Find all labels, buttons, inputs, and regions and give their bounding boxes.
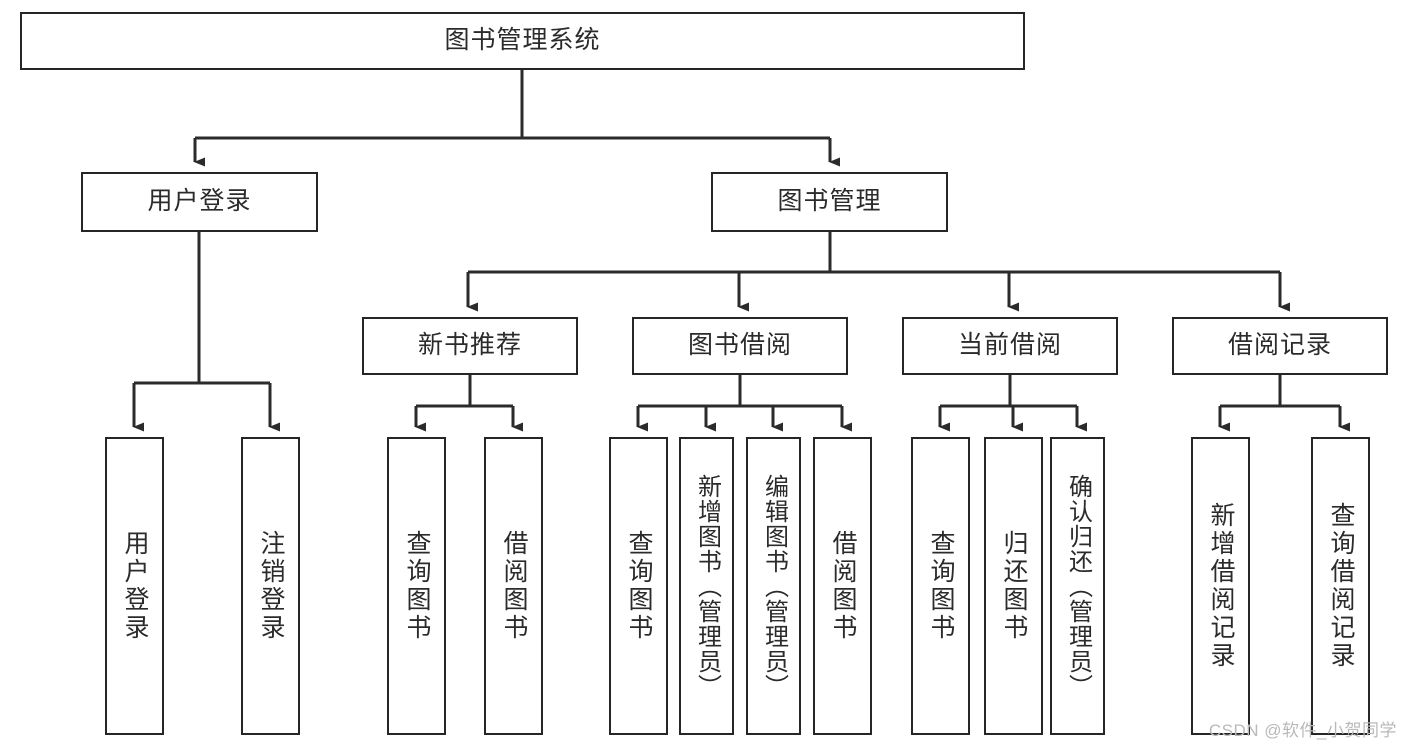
- node-leaf-borrow-book-1[interactable]: 借阅图书: [484, 437, 543, 735]
- node-leaf-query-book-1[interactable]: 查询图书: [387, 437, 446, 735]
- node-book-manage-label: 图书管理: [777, 187, 882, 216]
- node-book-borrow[interactable]: 图书借阅: [632, 317, 848, 375]
- node-leaf-query-book-3[interactable]: 查询图书: [911, 437, 970, 735]
- node-current-borrow[interactable]: 当前借阅: [902, 317, 1118, 375]
- node-leaf-edit-book-label: 编辑图书（管理员）: [760, 473, 788, 699]
- node-leaf-borrow-book-1-label: 借阅图书: [500, 530, 528, 642]
- node-leaf-query-record-label: 查询借阅记录: [1327, 502, 1355, 670]
- node-leaf-confirm-return[interactable]: 确认归还（管理员）: [1050, 437, 1105, 735]
- node-leaf-borrow-book-2-label: 借阅图书: [829, 530, 857, 642]
- node-user-login-label: 用户登录: [147, 187, 252, 216]
- node-leaf-query-book-3-label: 查询图书: [927, 530, 955, 642]
- node-leaf-query-record[interactable]: 查询借阅记录: [1311, 437, 1370, 735]
- node-leaf-user-login[interactable]: 用户登录: [105, 437, 164, 735]
- node-leaf-add-record[interactable]: 新增借阅记录: [1191, 437, 1250, 735]
- node-leaf-edit-book[interactable]: 编辑图书（管理员）: [746, 437, 801, 735]
- node-leaf-add-book[interactable]: 新增图书（管理员）: [679, 437, 734, 735]
- node-leaf-query-book-1-label: 查询图书: [403, 530, 431, 642]
- node-leaf-return-book-label: 归还图书: [1000, 530, 1028, 642]
- node-leaf-confirm-return-label: 确认归还（管理员）: [1064, 473, 1092, 699]
- csdn-watermark: CSDN @软件_小贺同学: [1208, 721, 1397, 740]
- node-book-manage[interactable]: 图书管理: [711, 172, 948, 232]
- node-leaf-user-logout[interactable]: 注销登录: [241, 437, 300, 735]
- node-current-borrow-label: 当前借阅: [957, 331, 1062, 360]
- node-book-borrow-label: 图书借阅: [687, 331, 792, 360]
- node-root-label: 图书管理系统: [444, 26, 601, 55]
- node-new-book-rec-label: 新书推荐: [417, 331, 522, 360]
- node-leaf-add-record-label: 新增借阅记录: [1207, 502, 1235, 670]
- node-leaf-return-book[interactable]: 归还图书: [984, 437, 1043, 735]
- node-user-login[interactable]: 用户登录: [81, 172, 318, 232]
- node-borrow-record-label: 借阅记录: [1227, 331, 1332, 360]
- node-leaf-user-logout-label: 注销登录: [257, 530, 285, 642]
- node-leaf-query-book-2-label: 查询图书: [625, 530, 653, 642]
- node-borrow-record[interactable]: 借阅记录: [1172, 317, 1388, 375]
- node-leaf-user-login-label: 用户登录: [121, 530, 149, 642]
- node-leaf-add-book-label: 新增图书（管理员）: [693, 473, 721, 699]
- node-root[interactable]: 图书管理系统: [20, 12, 1025, 70]
- node-leaf-query-book-2[interactable]: 查询图书: [609, 437, 668, 735]
- node-new-book-rec[interactable]: 新书推荐: [362, 317, 578, 375]
- node-leaf-borrow-book-2[interactable]: 借阅图书: [813, 437, 872, 735]
